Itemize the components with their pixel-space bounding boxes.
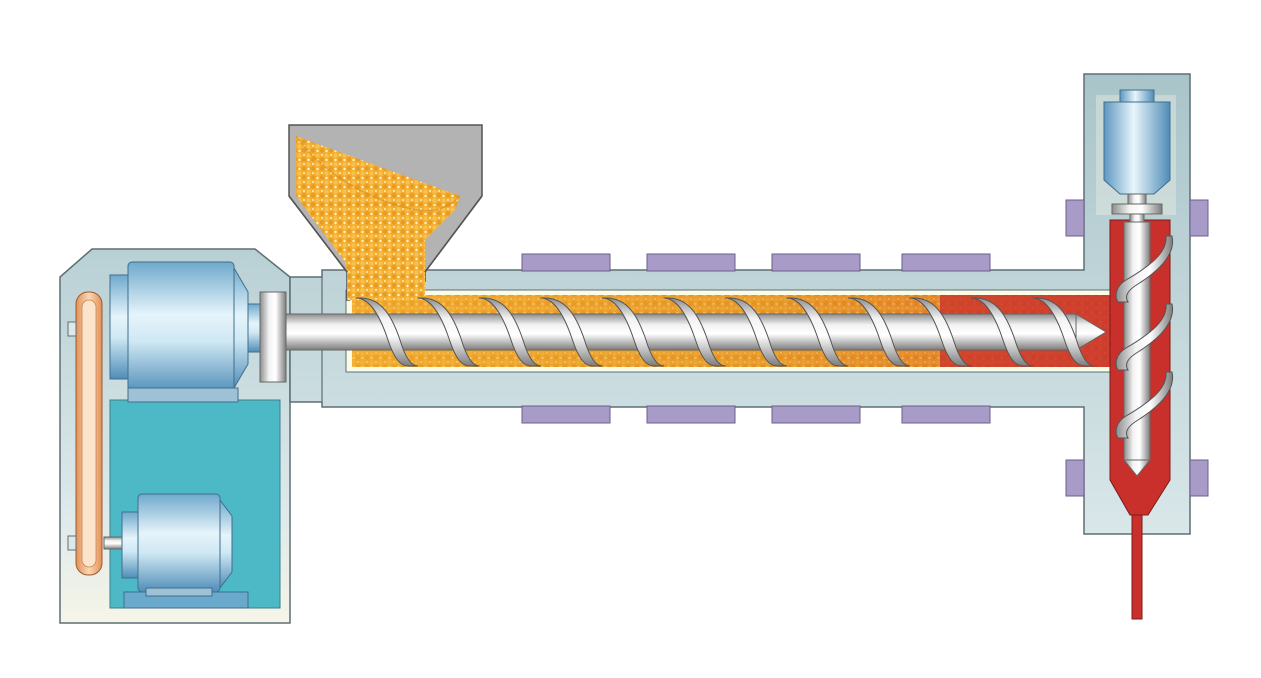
heater-band-top (771, 253, 861, 272)
heater-band-top (646, 253, 736, 272)
heater-band-bottom (771, 405, 861, 424)
heater-band-left (1065, 199, 1085, 237)
screw-flight (417, 297, 480, 367)
screw-flight (1032, 297, 1095, 367)
nozzle-stream (1131, 514, 1143, 620)
heater-band-bottom (646, 405, 736, 424)
vertical-screw-flight (1115, 303, 1174, 371)
heater-band-right (1189, 199, 1209, 237)
lower-motor (103, 493, 249, 609)
upper-motor (109, 261, 287, 403)
heater-band-right (1189, 459, 1209, 497)
heater-band-top (521, 253, 611, 272)
screw-flight (970, 297, 1034, 367)
drive-belt (67, 291, 103, 576)
screw-flight (786, 297, 849, 367)
vertical-screw-flight (1115, 235, 1174, 303)
screw-flight (478, 297, 542, 367)
heater-band-left (1065, 459, 1085, 497)
screw-flight (540, 297, 603, 367)
screw-flight (663, 297, 726, 367)
extruder-screw (285, 297, 1107, 367)
vertical-screw (1115, 221, 1174, 477)
screw-flight (909, 297, 972, 367)
vertical-motor (1103, 89, 1171, 225)
screw-flight (724, 297, 788, 367)
screw-flight (847, 297, 911, 367)
hopper (288, 124, 483, 301)
heater-band-bottom (521, 405, 611, 424)
screw-flight (355, 297, 419, 367)
heater-bands (521, 199, 1209, 497)
heater-band-bottom (901, 405, 991, 424)
screw-flight (601, 297, 665, 367)
vertical-screw-flight (1115, 371, 1174, 439)
heater-band-top (901, 253, 991, 272)
